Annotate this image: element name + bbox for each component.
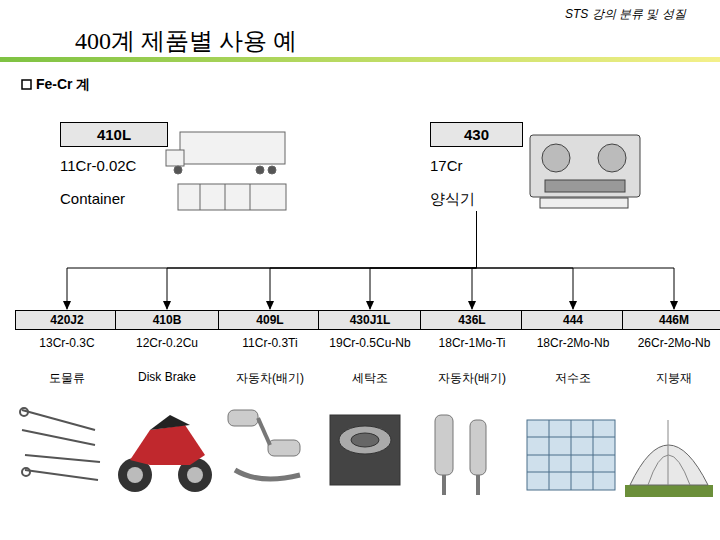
composition: 18Cr-2Mo-Nb bbox=[521, 336, 625, 350]
grade-column: 430J1L 19Cr-0.5Cu-Nb 세탁조 bbox=[318, 310, 422, 387]
grade-column: 446M 26Cr-2Mo-Nb 지붕재 bbox=[622, 310, 720, 387]
grade-column: 436L 18Cr-1Mo-Ti 자동차(배기) bbox=[420, 310, 524, 387]
water-tank-picture bbox=[527, 420, 615, 490]
tree-connector bbox=[266, 211, 477, 310]
grade-name: 409L bbox=[218, 310, 322, 330]
page-title: 400계 제품별 사용 예 bbox=[75, 25, 297, 57]
usage: 도물류 bbox=[15, 370, 119, 387]
header-label: STS 강의 분류 및 성질 bbox=[565, 6, 686, 23]
usage: 세탁조 bbox=[318, 370, 422, 387]
grade-column: 410B 12Cr-0.2CuDisk Brake bbox=[115, 310, 219, 384]
grade-box: 430 17Cr 양식기 bbox=[430, 122, 523, 209]
usage: 자동차(배기) bbox=[420, 370, 524, 387]
tree-connector bbox=[63, 211, 477, 310]
container-picture bbox=[166, 132, 286, 210]
grade-name: 430 bbox=[430, 122, 523, 147]
grade-column: 409L 11Cr-0.3Ti 자동차(배기) bbox=[218, 310, 322, 387]
tool-picture bbox=[20, 408, 100, 480]
usage: 자동차(배기) bbox=[218, 370, 322, 387]
roof-picture bbox=[625, 420, 713, 497]
usage: 양식기 bbox=[430, 190, 523, 209]
usage: Container bbox=[60, 190, 168, 207]
composition: 12Cr-0.2Cu bbox=[115, 336, 219, 350]
grade-name: 436L bbox=[420, 310, 524, 330]
composition: 19Cr-0.5Cu-Nb bbox=[318, 336, 422, 350]
usage: 지붕재 bbox=[622, 370, 720, 387]
composition: 26Cr-2Mo-Nb bbox=[622, 336, 720, 350]
tree-connector bbox=[477, 211, 679, 310]
grade-name: 420J2 bbox=[15, 310, 119, 330]
tableware-picture bbox=[530, 135, 640, 208]
composition: 18Cr-1Mo-Ti bbox=[420, 336, 524, 350]
composition: 11Cr-0.3Ti bbox=[218, 336, 322, 350]
header-band bbox=[0, 57, 720, 62]
motorcycle-picture bbox=[118, 415, 212, 492]
usage: 저수조 bbox=[521, 370, 625, 387]
exhaust-picture bbox=[228, 410, 300, 479]
grade-box: 410L 11Cr-0.02C Container bbox=[60, 122, 168, 207]
tree-connector bbox=[468, 211, 477, 310]
grade-name: 410B bbox=[115, 310, 219, 330]
bullet bbox=[22, 80, 31, 89]
section-label: Fe-Cr 계 bbox=[36, 76, 90, 94]
tree-connector bbox=[366, 211, 477, 310]
composition: 13Cr-0.3C bbox=[15, 336, 119, 350]
composition: 11Cr-0.02C bbox=[60, 157, 168, 174]
grade-name: 410L bbox=[60, 122, 168, 147]
tree-connector bbox=[163, 211, 477, 310]
muffler-picture bbox=[435, 415, 486, 495]
tree-connector bbox=[477, 211, 578, 310]
grade-column: 444 18Cr-2Mo-Nb 저수조 bbox=[521, 310, 625, 387]
grade-column: 420J2 13Cr-0.3C 도물류 bbox=[15, 310, 119, 387]
grade-name: 444 bbox=[521, 310, 625, 330]
usage: Disk Brake bbox=[115, 370, 219, 384]
composition: 17Cr bbox=[430, 157, 523, 174]
washer-picture bbox=[330, 415, 400, 485]
grade-name: 430J1L bbox=[318, 310, 422, 330]
grade-name: 446M bbox=[622, 310, 720, 330]
